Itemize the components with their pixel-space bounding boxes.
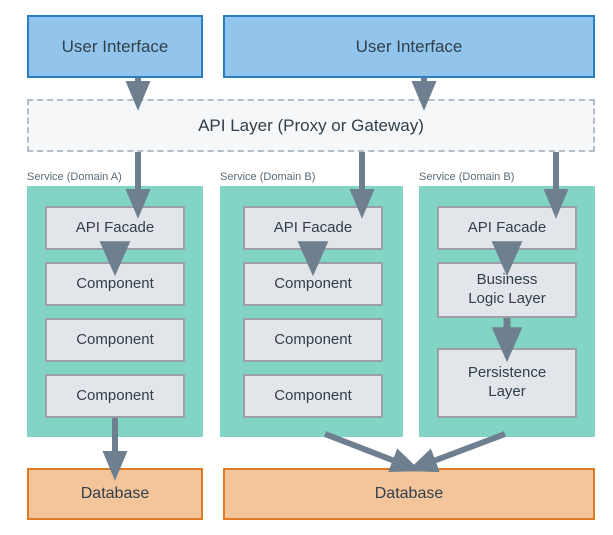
arrow-service3-to-database2 (407, 431, 507, 473)
database-box-2[interactable]: Database (223, 468, 595, 520)
user-interface-label-2: User Interface (355, 36, 463, 56)
api-layer-box[interactable]: API Layer (Proxy or Gateway) (27, 99, 595, 152)
user-interface-label-1: User Interface (61, 36, 169, 56)
component-label: Component (274, 387, 352, 405)
component-label: Component (76, 387, 154, 405)
component-label-line-2: Layer (488, 383, 526, 400)
component-box-persistence-layer[interactable]: Persistence Layer (437, 348, 577, 418)
component-box-component-2c[interactable]: Component (243, 374, 383, 418)
component-label: Component (76, 331, 154, 349)
service-label-1: Service (Domain A) (27, 170, 197, 184)
api-layer-label: API Layer (Proxy or Gateway) (198, 115, 424, 135)
component-label: Component (76, 275, 154, 293)
component-label: Business Logic Layer (468, 271, 546, 309)
component-label: API Facade (75, 219, 155, 237)
service-label-text-1: Service (Domain A) (27, 170, 122, 183)
service-label-text-3: Service (Domain B) (419, 170, 515, 183)
component-box-component-1c[interactable]: Component (45, 374, 185, 418)
component-box-business-logic-layer[interactable]: Business Logic Layer (437, 262, 577, 318)
database-label-1: Database (80, 484, 150, 502)
database-label-2: Database (374, 484, 444, 502)
component-label-line-1: Business (476, 271, 538, 289)
component-label: Component (274, 275, 352, 293)
component-box-api-facade-3[interactable]: API Facade (437, 206, 577, 250)
component-box-component-2b[interactable]: Component (243, 318, 383, 362)
component-box-component-2a[interactable]: Component (243, 262, 383, 306)
component-label: API Facade (273, 219, 353, 237)
component-label-line-2: Logic Layer (468, 290, 546, 307)
service-label-2: Service (Domain B) (220, 170, 390, 184)
component-label: Component (274, 331, 352, 349)
service-label-3: Service (Domain B) (419, 170, 589, 184)
component-box-component-1a[interactable]: Component (45, 262, 185, 306)
component-label: API Facade (467, 219, 547, 237)
arrow-service2-to-database2 (323, 431, 421, 472)
user-interface-box-2[interactable]: User Interface (223, 15, 595, 78)
database-box-1[interactable]: Database (27, 468, 203, 520)
component-box-api-facade-1[interactable]: API Facade (45, 206, 185, 250)
service-label-text-2: Service (Domain B) (220, 170, 316, 183)
component-label: Persistence Layer (468, 364, 546, 402)
user-interface-box-1[interactable]: User Interface (27, 15, 203, 78)
component-box-api-facade-2[interactable]: API Facade (243, 206, 383, 250)
component-box-component-1b[interactable]: Component (45, 318, 185, 362)
component-label-line-1: Persistence (467, 364, 547, 382)
